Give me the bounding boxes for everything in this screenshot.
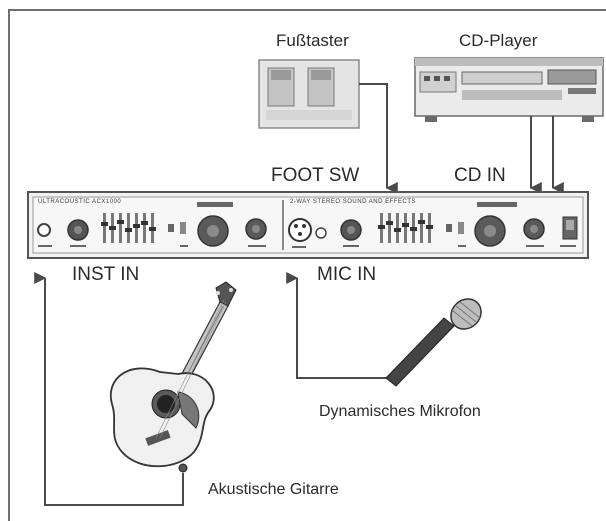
cable-microphone — [297, 278, 386, 378]
amp-brand-left: ULTRACOUSTIC ACX1000 — [38, 199, 121, 205]
footswitch-label: Fußtaster — [276, 31, 349, 51]
acoustic-guitar-icon — [111, 282, 236, 472]
cable-footswitch — [359, 84, 387, 188]
mic-in-label: MIC IN — [317, 264, 376, 286]
microphone-label: Dynamisches Mikrofon — [319, 403, 481, 421]
microphone-icon — [386, 293, 487, 386]
guitar-label: Akustische Gitarre — [208, 481, 339, 499]
amp-brand-right: 2-WAY STEREO SOUND AND EFFECTS — [290, 199, 416, 205]
foot-sw-label: FOOT SW — [271, 165, 359, 187]
cd-player-label: CD-Player — [459, 31, 537, 51]
inst-in-label: INST IN — [72, 264, 139, 286]
cd-player-device — [415, 58, 603, 122]
footswitch-device — [259, 60, 359, 128]
cd-in-label: CD IN — [454, 165, 506, 187]
